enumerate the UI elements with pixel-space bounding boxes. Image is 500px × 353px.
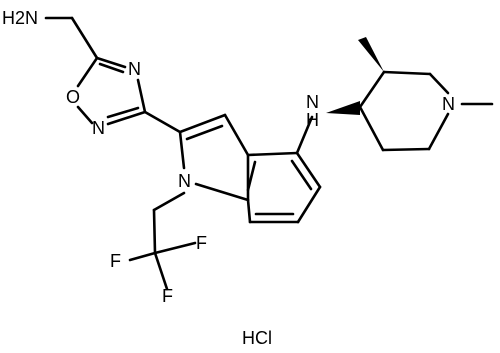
bond-n2-c3-double [106, 106, 140, 119]
atom-oxadiazole-n-top: N [128, 59, 141, 79]
atom-indole-n: N [178, 171, 191, 191]
bond-ring-c4-c3 [358, 70, 386, 109]
bond-c2-c3 [178, 113, 227, 134]
wedge-c3-methyl [358, 37, 384, 72]
atom-oxadiazole-o: O [66, 87, 80, 107]
atom-fluorine-1: F [196, 233, 207, 253]
bond-o1-n2 [76, 105, 94, 125]
atom-piperidine-n: N [442, 94, 455, 114]
bond-ring-c3-c2 [382, 70, 432, 76]
bond-c3a-c4-inner [246, 160, 257, 192]
atom-labels: H2N O N N N N H N F F F HCl [2, 8, 455, 348]
atom-nh2: H2N [2, 8, 38, 28]
bond-c5-o1 [76, 56, 99, 88]
bond-ch2-c5 [70, 16, 99, 60]
bond-c3-n4 [136, 78, 147, 114]
atom-fluorine-2: F [110, 251, 121, 271]
bond-c7-c7a [246, 198, 252, 224]
wedge-nh-c4 [326, 101, 360, 115]
bond-cf3-f2 [128, 251, 157, 262]
bond-c5-n4 [95, 56, 127, 69]
bond-c4-nh [295, 115, 314, 155]
bond-ring-c2-n [428, 72, 450, 95]
stereo-wedges [326, 37, 384, 115]
bond-cf3-f3 [153, 251, 169, 291]
atom-fluorine-3: F [162, 286, 173, 306]
bond-cf3-f1 [153, 241, 197, 255]
atom-amine-h: H [306, 110, 319, 130]
bond-n2-c3 [106, 110, 147, 126]
bond-c4-c5-double [290, 159, 313, 191]
bond-c2-c3-double [185, 124, 224, 141]
bond-ch2-cf3 [152, 208, 157, 255]
bond-c3a-c4 [246, 151, 299, 157]
bond-ring-c5-c4 [358, 105, 385, 152]
bond-c5-c6 [296, 185, 322, 224]
bond-ring-c6-c5 [381, 147, 431, 152]
bond-c5-n4-double [98, 62, 125, 74]
bond-ring-n-c6 [427, 112, 450, 151]
atom-oxadiazole-n-bottom: N [92, 118, 105, 138]
bonds [44, 16, 494, 291]
bond-n1-c7a [194, 182, 250, 202]
bond-c2-n1 [178, 130, 186, 170]
bond-n1-ch2 [152, 191, 186, 212]
bond-c3-c3a [223, 113, 250, 157]
bond-c4-c5 [295, 151, 322, 189]
atom-amine-n: N [306, 92, 319, 112]
salt-label: HCl [242, 328, 272, 348]
bond-c3-indole-c2 [143, 110, 182, 134]
